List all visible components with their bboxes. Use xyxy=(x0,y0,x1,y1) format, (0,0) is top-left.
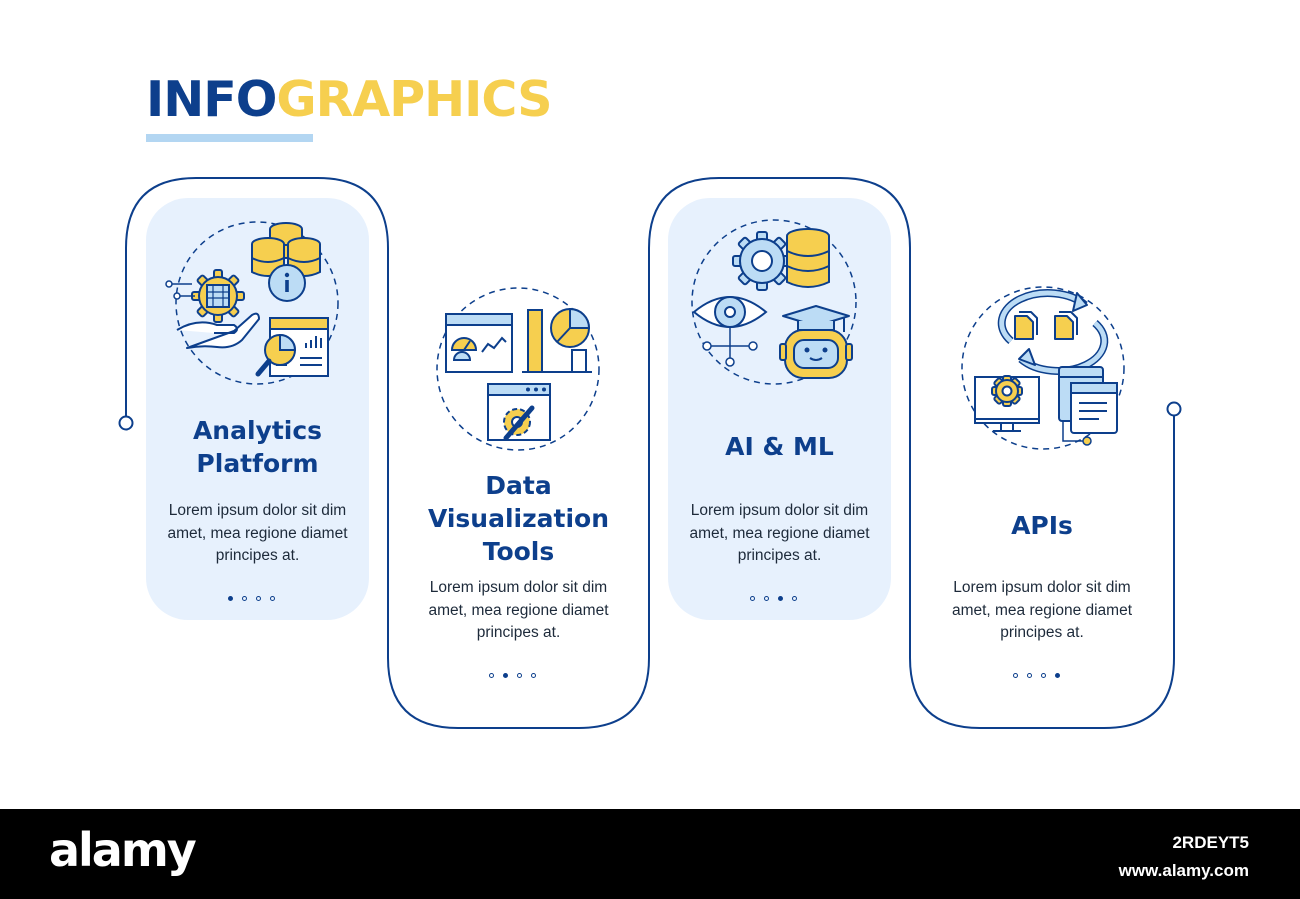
connector-start-node xyxy=(118,415,134,431)
ai-ml-icon xyxy=(691,219,857,385)
step-2-heading-line-3: Tools xyxy=(482,537,555,566)
step-1-heading: Analytics Platform xyxy=(146,414,369,480)
step-2-page-dots xyxy=(489,673,536,678)
page-dot-active xyxy=(503,673,508,678)
step-3-description: Lorem ipsum dolor sit dim amet, mea regi… xyxy=(668,500,891,568)
step-1-description-line-3: principes at. xyxy=(215,547,300,564)
step-2-description-line-3: principes at. xyxy=(476,624,561,641)
step-4-page-dots xyxy=(1013,673,1060,678)
footer-bar: alamy 2RDEYT5 www.alamy.com xyxy=(0,809,1300,899)
page-dot xyxy=(489,673,494,678)
data-visualization-icon xyxy=(436,287,600,451)
step-1-description-line-1: Lorem ipsum dolor sit dim xyxy=(168,502,347,519)
analytics-platform-icon xyxy=(165,221,339,385)
step-4-description-line-1: Lorem ipsum dolor sit dim xyxy=(953,579,1131,596)
step-4-heading: APIs xyxy=(910,509,1174,542)
page-dot xyxy=(517,673,522,678)
page-dot xyxy=(1027,673,1032,678)
brand-logo: alamy xyxy=(49,823,197,877)
connector-path xyxy=(125,177,1175,729)
page-dot-active xyxy=(778,596,783,601)
step-2-description-line-1: Lorem ipsum dolor sit dim xyxy=(429,579,608,596)
step-2-heading: Data Visualization Tools xyxy=(388,469,649,568)
step-3-description-line-1: Lorem ipsum dolor sit dim xyxy=(690,502,869,519)
page-dot xyxy=(1013,673,1018,678)
step-1-heading-line-2: Platform xyxy=(196,449,319,478)
image-id: 2RDEYT5 xyxy=(1172,833,1249,852)
page-dot-active xyxy=(228,596,233,601)
api-icon xyxy=(961,286,1125,450)
step-4-description-line-3: principes at. xyxy=(1000,624,1084,641)
page-dot xyxy=(792,596,797,601)
page-dot xyxy=(531,673,536,678)
page-dot xyxy=(242,596,247,601)
page-dot-active xyxy=(1055,673,1060,678)
step-2-heading-line-1: Data xyxy=(485,471,552,500)
page-dot xyxy=(764,596,769,601)
title-part-2: GRAPHICS xyxy=(276,71,552,128)
step-3-description-line-3: principes at. xyxy=(737,547,822,564)
step-1-description: Lorem ipsum dolor sit dim amet, mea regi… xyxy=(146,500,369,568)
step-3-heading: AI & ML xyxy=(668,430,891,463)
infographics-title: INFOGRAPHICS xyxy=(146,70,553,130)
title-underline xyxy=(146,134,313,142)
page-dot xyxy=(270,596,275,601)
step-1-description-line-2: amet, mea regione diamet xyxy=(167,524,348,542)
step-2-description: Lorem ipsum dolor sit dim amet, mea regi… xyxy=(388,577,649,645)
page-dot xyxy=(256,596,261,601)
step-4-description: Lorem ipsum dolor sit dim amet, mea regi… xyxy=(910,577,1174,645)
step-1-heading-line-1: Analytics xyxy=(192,416,323,445)
page-dot xyxy=(750,596,755,601)
step-4-heading-line-1: APIs xyxy=(1011,511,1073,540)
connector-end-node xyxy=(1166,401,1182,417)
step-2-heading-line-2: Visualization xyxy=(427,504,610,533)
footer-url: www.alamy.com xyxy=(1118,861,1249,880)
step-1-page-dots xyxy=(228,596,275,601)
step-3-description-line-2: amet, mea regione diamet xyxy=(689,524,870,542)
step-4-description-line-2: amet, mea regione diamet xyxy=(951,601,1133,619)
step-3-page-dots xyxy=(750,596,797,601)
step-3-heading-line-1: AI & ML xyxy=(725,432,834,461)
title-part-1: INFO xyxy=(146,71,277,128)
step-2-description-line-2: amet, mea regione diamet xyxy=(428,601,609,619)
page-dot xyxy=(1041,673,1046,678)
